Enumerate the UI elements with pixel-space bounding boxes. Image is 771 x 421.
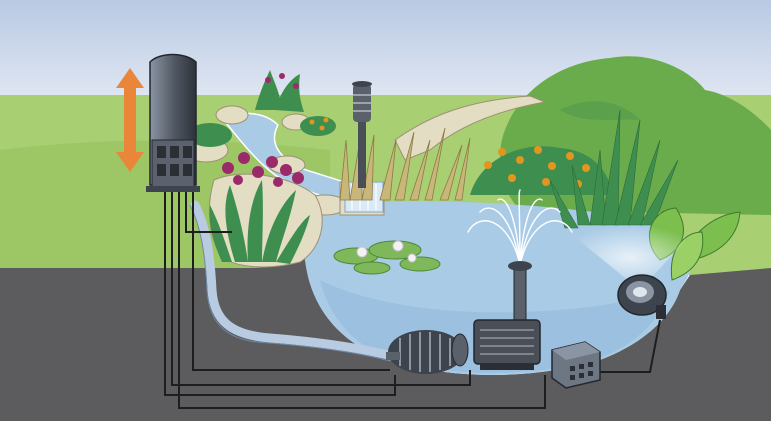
stone-path bbox=[394, 95, 547, 161]
bush-small-left bbox=[188, 123, 232, 147]
up-down-arrow-icon bbox=[116, 68, 144, 172]
power-outlet-tower-icon bbox=[146, 53, 200, 192]
iris-plant bbox=[209, 152, 310, 264]
fountain-spray bbox=[467, 189, 573, 266]
fountain-pump-icon bbox=[473, 261, 541, 370]
bush-small-top bbox=[300, 116, 336, 136]
junction-box-icon bbox=[551, 341, 601, 389]
reeds-center bbox=[339, 127, 471, 201]
filter-pump-icon bbox=[386, 330, 469, 374]
plant-cluster-top bbox=[255, 70, 304, 112]
lily-pads bbox=[333, 240, 441, 275]
power-cables bbox=[164, 190, 661, 409]
garden-lamp-icon bbox=[352, 81, 372, 188]
spotlight-beam bbox=[560, 225, 700, 290]
water-hose bbox=[190, 200, 397, 361]
water-hose-outline bbox=[189, 204, 391, 362]
underwater-spotlight-icon bbox=[617, 274, 667, 319]
